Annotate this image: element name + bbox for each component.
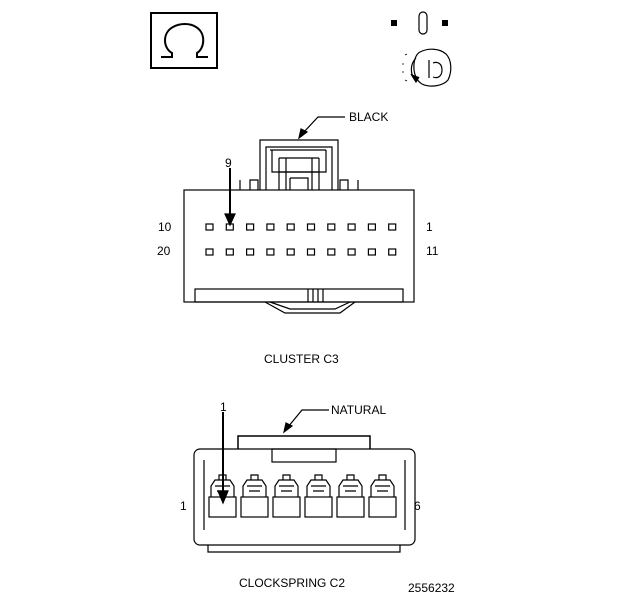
pin-cavity xyxy=(388,223,397,231)
cluster-c3-color-label: BLACK xyxy=(349,110,388,124)
clockspring-c2-pin-callout: 1 xyxy=(220,400,227,414)
cluster-c3-connector xyxy=(183,116,415,314)
cluster-c3-pin-cavities xyxy=(205,223,397,256)
terminal-cavity xyxy=(272,474,301,518)
pin-cavity xyxy=(266,248,275,256)
terminal-cavity xyxy=(304,474,333,518)
clockspring-c2-cavities xyxy=(208,474,397,518)
clockspring-c2-color-label: NATURAL xyxy=(331,403,386,417)
pin-cavity xyxy=(306,248,316,256)
terminal-cavity xyxy=(208,474,237,518)
natural-color-leader xyxy=(287,409,329,428)
terminal-cavity xyxy=(336,474,365,518)
pin-cavity xyxy=(367,223,376,231)
figure-number: 2556232 xyxy=(408,581,455,595)
pin-cavity xyxy=(246,223,255,231)
clockspring-c2-title: CLOCKSPRING C2 xyxy=(239,576,345,590)
cluster-c3-title: CLUSTER C3 xyxy=(264,352,339,366)
cluster-c3-row1-right-number: 1 xyxy=(426,220,433,234)
clockspring-c2-connector xyxy=(193,409,416,553)
pin-cavity xyxy=(246,248,255,256)
pin-cavity xyxy=(225,223,234,231)
terminal-cavity xyxy=(368,474,397,518)
cluster-c3-row1-left-number: 10 xyxy=(158,220,172,234)
cluster-c3-row2-right-number: 11 xyxy=(426,244,439,258)
pin-cavity xyxy=(347,223,356,231)
terminal-cavity xyxy=(240,474,269,518)
pin-cavity xyxy=(205,248,214,256)
pin-cavity xyxy=(367,248,376,256)
pin-cavity xyxy=(327,223,336,231)
cluster-c3-pin-callout: 9 xyxy=(225,156,232,170)
clockspring-c2-left-number: 1 xyxy=(180,499,187,513)
clockspring-c2-right-number: 6 xyxy=(414,499,421,513)
pin-cavity xyxy=(205,223,214,231)
black-color-leader xyxy=(302,116,345,134)
pin-cavity xyxy=(327,248,336,256)
horn-symbol-icon xyxy=(150,12,218,69)
pin-cavity xyxy=(225,248,234,256)
pin-cavity xyxy=(266,223,275,231)
pin-cavity xyxy=(286,223,295,231)
pin-cavity xyxy=(306,223,316,231)
ignition-key-icon xyxy=(391,11,452,87)
pin-cavity xyxy=(286,248,295,256)
pin-cavity xyxy=(347,248,356,256)
pin-cavity xyxy=(388,248,397,256)
cluster-c3-row2-left-number: 20 xyxy=(157,244,171,258)
